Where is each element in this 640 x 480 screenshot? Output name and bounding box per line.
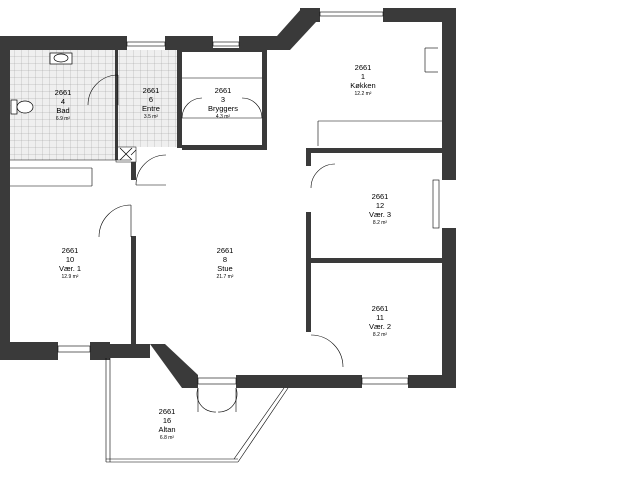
room-label-altan: 2661 16 Altan 6.8 m² xyxy=(158,407,176,441)
windows xyxy=(57,11,440,385)
room-label-vaer2: 2661 11 Vær. 2 8.2 m² xyxy=(368,304,392,338)
room-label-vaer3: 2661 12 Vær. 3 8.2 m² xyxy=(368,192,392,226)
room-label-bryggers: 2661 3 Bryggers 4.3 m² xyxy=(207,86,238,120)
entre-floor-tiles xyxy=(116,50,178,147)
doors xyxy=(87,74,344,413)
sink-icon xyxy=(49,52,73,65)
interior-walls xyxy=(115,48,442,346)
thin-lines xyxy=(10,47,442,463)
room-label-vaer1: 2661 10 Vær. 1 12.9 m² xyxy=(58,246,82,280)
room-label-stue: 2661 8 Stue 21.7 m² xyxy=(216,246,234,280)
bathroom-fixtures xyxy=(10,52,133,161)
room-label-entre: 2661 6 Entre 3.5 m² xyxy=(142,86,160,120)
room-label-bad: 2661 4 Bad 6.9 m² xyxy=(54,88,72,122)
toilet-icon xyxy=(10,99,18,115)
exterior-walls xyxy=(0,8,456,388)
room-label-kokken: 2661 1 Køkken 12.2 m² xyxy=(350,63,376,97)
